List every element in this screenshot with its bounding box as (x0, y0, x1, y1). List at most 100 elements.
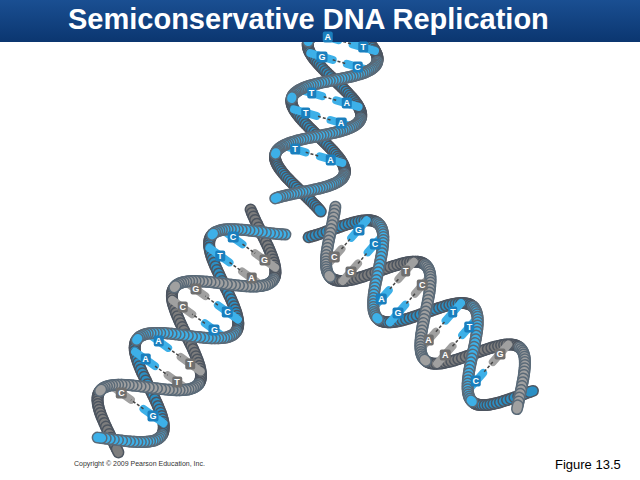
strand-segment (453, 335, 463, 346)
strand-segment (131, 400, 144, 409)
strand-segment (471, 400, 472, 401)
base-letter: C (471, 376, 482, 387)
strand-segment (446, 303, 461, 321)
base-letter: A (140, 354, 151, 365)
base-letter: A (440, 349, 451, 360)
strand-segment (358, 252, 368, 263)
strand-segment (155, 366, 168, 375)
strand-segment (437, 346, 452, 364)
strand-segment (329, 276, 330, 278)
base-letter: T (215, 250, 225, 261)
strand-segment (342, 238, 352, 249)
strand-segment (436, 321, 446, 332)
strand-segment (333, 60, 347, 64)
base-letter: G (392, 308, 403, 319)
strand-segment (511, 405, 524, 409)
strand-segment (319, 210, 321, 212)
slide-title: Semiconservative DNA Replication (68, 3, 549, 36)
strand-segment (168, 348, 181, 357)
base-letter: G (190, 284, 201, 295)
strand-segment (205, 296, 218, 305)
strand-segment (471, 400, 472, 401)
strand-segment (529, 391, 533, 392)
strand-segment (306, 152, 320, 156)
base-letter: G (259, 255, 270, 266)
base-letter: T (358, 42, 368, 53)
strand-segment (98, 432, 102, 444)
strand-segment (269, 153, 282, 154)
strand-segment (100, 390, 101, 392)
strand-segment (212, 234, 213, 235)
strand-segment (144, 409, 164, 423)
base-letter: A (323, 32, 334, 43)
base-letter: A (325, 154, 336, 165)
base-letter: T (448, 307, 458, 318)
strand-segment (271, 153, 281, 154)
strand-segment (398, 262, 413, 280)
strand-segment (287, 97, 296, 98)
strand-segment (100, 390, 101, 392)
strand-segment (513, 405, 523, 409)
strand-segment (389, 279, 399, 290)
header-bar: Semiconservative DNA Replication (0, 0, 640, 42)
base-letter: T (290, 144, 300, 155)
strand-segment (243, 244, 256, 253)
strand-segment (329, 276, 330, 278)
strand-segment (192, 314, 205, 323)
base-letter: T (185, 358, 195, 369)
base-letter: A (423, 335, 434, 346)
strand-segment (174, 286, 175, 288)
base-letter: A (342, 98, 353, 109)
strand-segment (172, 300, 192, 314)
strand-segment (209, 248, 229, 262)
strand-segment (174, 286, 175, 288)
strand-segment (405, 294, 415, 305)
strand-segment (286, 97, 298, 98)
base-letter: T (307, 88, 317, 99)
base-letter: C (222, 307, 233, 318)
base-letter: G (345, 266, 356, 277)
strand-segment (377, 318, 378, 319)
copyright-note: Copyright © 2009 Pearson Education, Inc. (74, 460, 205, 467)
strand-segment (425, 360, 426, 361)
strand-segment (137, 339, 138, 341)
figure-caption: Figure 13.5 (555, 457, 621, 472)
base-letter: C (329, 252, 340, 263)
base-letter: G (209, 325, 220, 336)
strand-segment (255, 253, 275, 267)
strand-segment (351, 220, 366, 238)
strand-segment (377, 318, 378, 319)
base-letter: A (246, 273, 257, 284)
strand-segment (316, 116, 330, 120)
base-letter: C (417, 280, 428, 291)
strand-segment (98, 433, 102, 442)
strand-segment (137, 339, 138, 341)
base-letter: T (172, 377, 182, 388)
strand-segment (529, 391, 533, 392)
strand-segment (493, 345, 508, 363)
base-letter: G (147, 410, 158, 421)
strand-segment (135, 352, 155, 366)
strand-segment (483, 362, 493, 373)
base-letter: A (153, 336, 164, 347)
strand-segment (425, 360, 426, 361)
strand-segment (275, 192, 277, 205)
base-letter: G (317, 51, 328, 62)
base-letter: C (370, 239, 381, 250)
strand-segment (275, 193, 277, 203)
strand-segment (212, 234, 213, 235)
base-letter: A (376, 293, 387, 304)
strand-segment (117, 449, 119, 453)
base-letter: C (116, 388, 127, 399)
strand-segment (343, 263, 358, 281)
base-letter: G (495, 348, 506, 359)
base-letter: G (353, 224, 364, 235)
base-letter: T (465, 321, 475, 332)
strand-segment (230, 262, 243, 271)
base-letter: C (352, 62, 363, 73)
strand-segment (117, 449, 119, 453)
strand-segment (390, 305, 405, 323)
strand-segment (218, 305, 238, 319)
